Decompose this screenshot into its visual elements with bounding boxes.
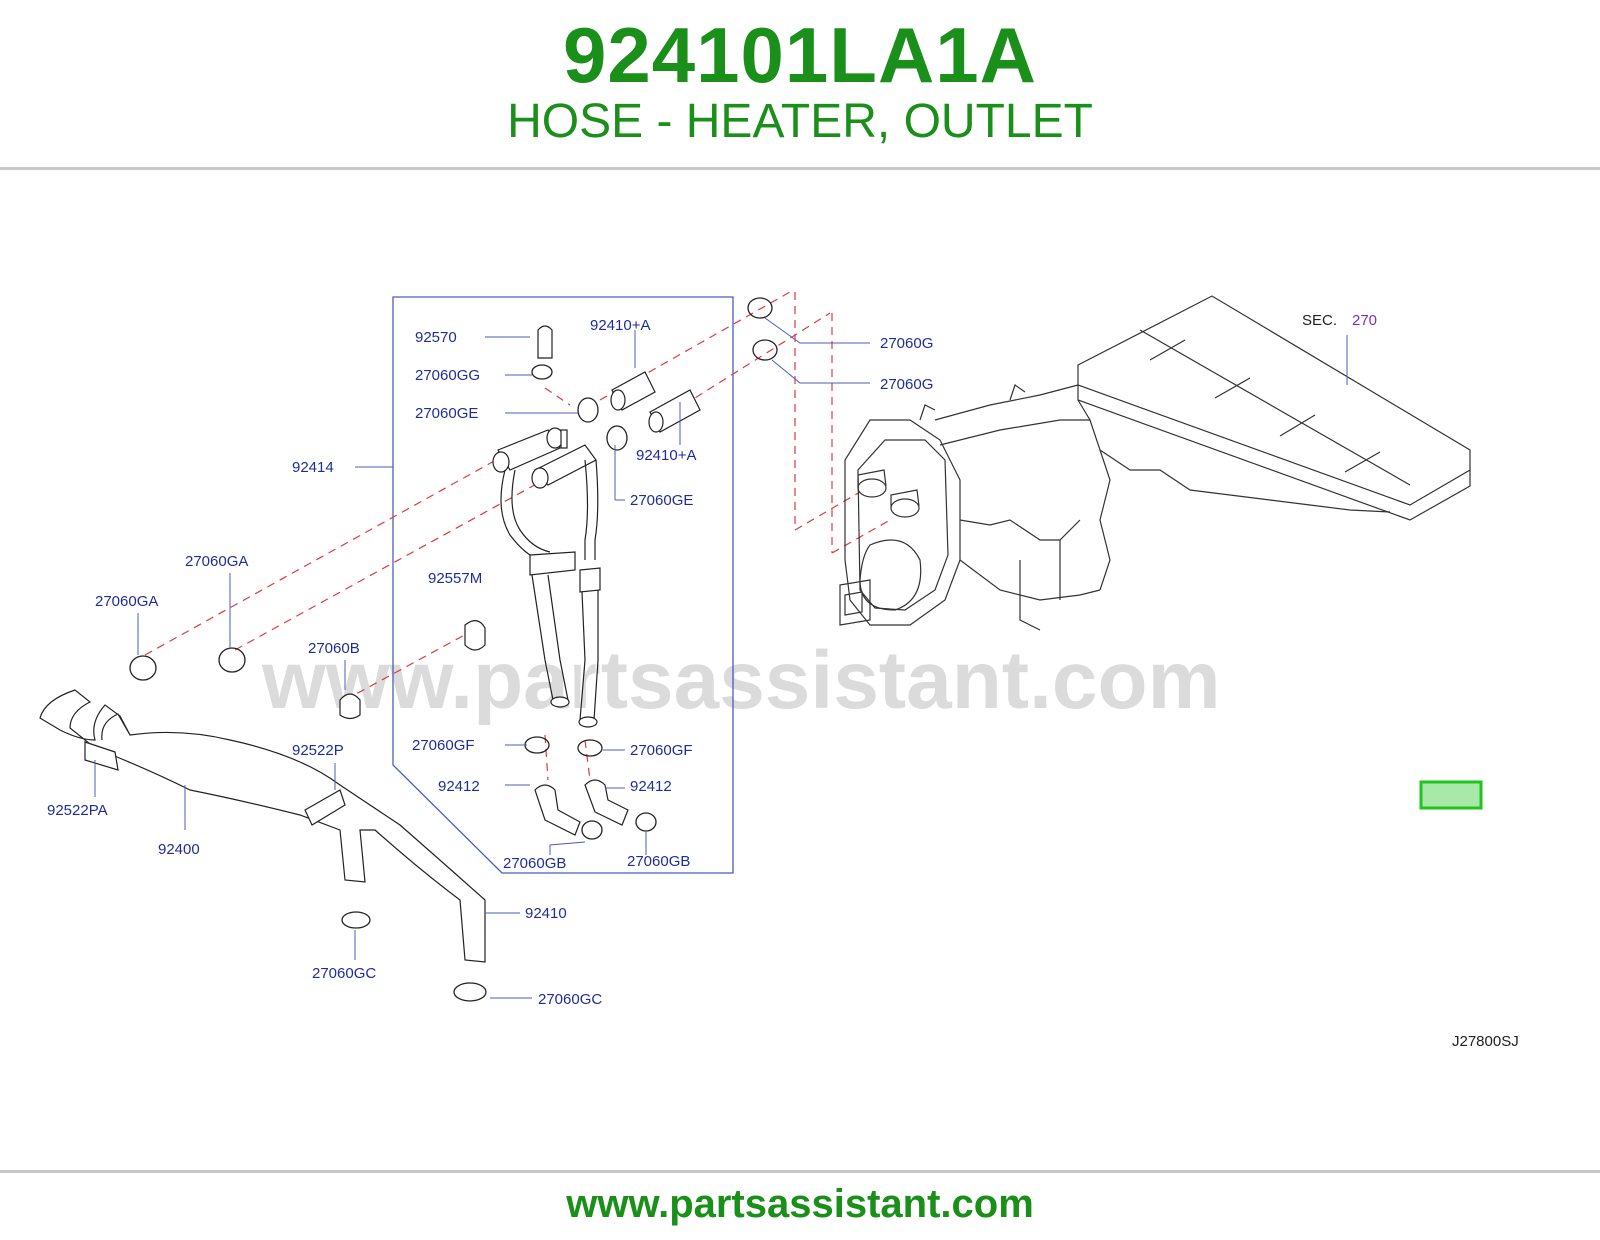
callout-92522p[interactable]: 92522P [292, 742, 344, 759]
callout-92400[interactable]: 92400 [158, 841, 200, 858]
diagram-canvas: www.partsassistant.com [39, 291, 1519, 1050]
callout-92410-a-bottom[interactable]: 92410+A [636, 447, 696, 464]
callout-27060ga-lower[interactable]: 27060GA [95, 593, 158, 610]
part-callouts: 92570 92410+A 27060GG 27060GE 92410+A 92… [47, 312, 1519, 1050]
parts-diagram: www.partsassistant.com [0, 180, 1600, 1160]
callout-27060gb-left[interactable]: 27060GB [503, 855, 566, 872]
part-description: HOSE - HEATER, OUTLET [507, 95, 1093, 148]
callout-92522pa[interactable]: 92522PA [47, 802, 108, 819]
callout-27060b[interactable]: 27060B [308, 640, 360, 657]
callout-27060gf-right[interactable]: 27060GF [630, 742, 693, 759]
header: 924101LA1A HOSE - HEATER, OUTLET [0, 0, 1600, 168]
section-number-link[interactable]: 270 [1352, 312, 1377, 329]
callout-92410[interactable]: 92410 [525, 905, 567, 922]
callout-92410-a-top[interactable]: 92410+A [590, 317, 650, 334]
callout-92557m[interactable]: 92557M [428, 570, 482, 587]
callout-27060gb-right[interactable]: 27060GB [627, 853, 690, 870]
callout-27060g-top[interactable]: 27060G [880, 335, 933, 352]
header-divider [0, 167, 1600, 170]
footer-url[interactable]: www.partsassistant.com [566, 1182, 1034, 1226]
callout-92414[interactable]: 92414 [292, 459, 334, 476]
hose-clamps [129, 297, 778, 1002]
callout-27060gc-right[interactable]: 27060GC [538, 991, 602, 1008]
main-heater-hose [39, 689, 486, 963]
watermark-text: www.partsassistant.com [261, 635, 1221, 726]
callout-92412-right[interactable]: 92412 [630, 778, 672, 795]
callout-27060ga-upper[interactable]: 27060GA [185, 553, 248, 570]
heater-pipe-assembly [492, 427, 601, 728]
callout-27060gf-left[interactable]: 27060GF [412, 737, 475, 754]
callout-92570[interactable]: 92570 [415, 329, 457, 346]
leader-lines [94, 317, 870, 999]
callout-27060ge-left[interactable]: 27060GE [415, 405, 478, 422]
small-hoses [339, 325, 701, 836]
part-number: 924101LA1A [563, 11, 1037, 99]
callout-27060g-bottom[interactable]: 27060G [880, 376, 933, 393]
section-prefix: SEC. [1302, 312, 1337, 329]
assembly-frame [392, 296, 734, 874]
intake-manifold-drawing [839, 295, 1471, 631]
callout-27060gc-left[interactable]: 27060GC [312, 965, 376, 982]
footer-divider [0, 1170, 1600, 1173]
drawing-code: J27800SJ [1452, 1033, 1519, 1050]
highlight-marker[interactable] [1419, 780, 1483, 810]
callout-92412-left[interactable]: 92412 [438, 778, 480, 795]
callout-27060ge-right[interactable]: 27060GE [630, 492, 693, 509]
callout-27060gg[interactable]: 27060GG [415, 367, 480, 384]
